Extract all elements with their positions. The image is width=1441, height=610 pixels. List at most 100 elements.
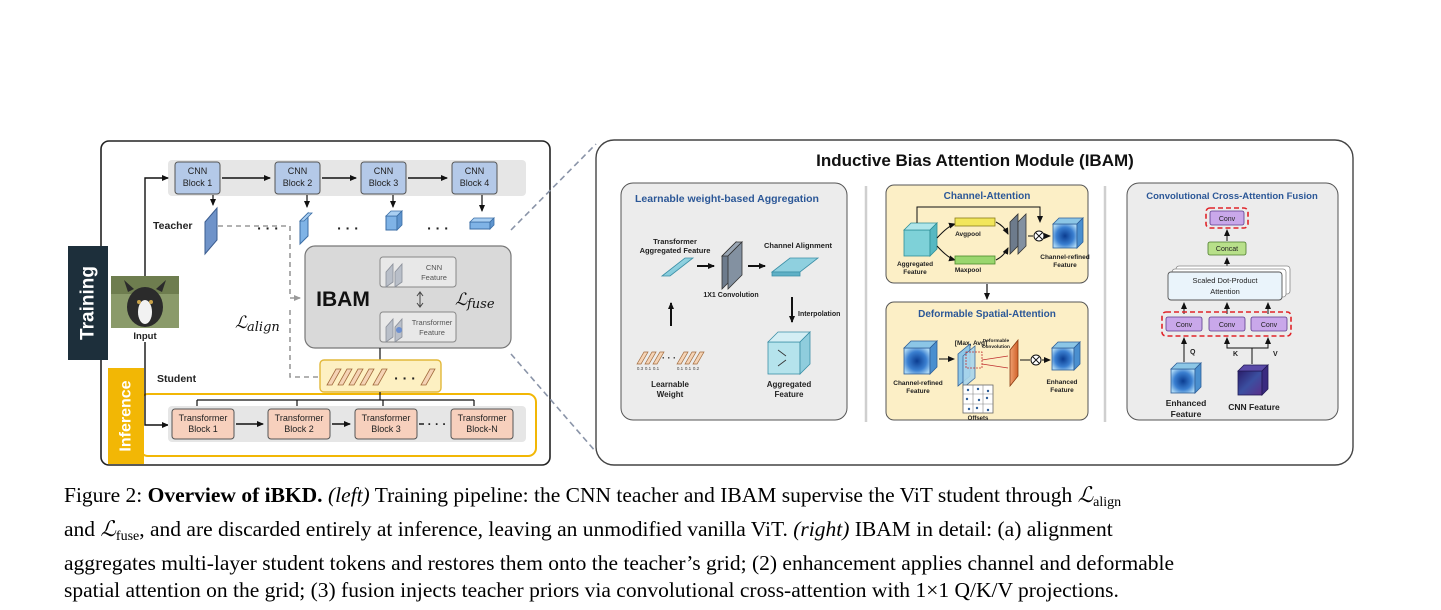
svg-text:align: align [247,320,280,335]
caption-line-1: Figure 2: Overview of iBKD. (left) Train… [64,482,1380,516]
deform-ray-2 [981,363,1009,369]
ch-split-down [936,245,956,262]
aggregated-feature-label-1: Aggregated [767,380,812,389]
teacher-label: Teacher [153,220,193,232]
zoom-line-top [510,143,597,231]
k-label: K [1233,351,1238,358]
channel-attention-subpanel [885,184,1089,284]
svg-text:0.1: 0.1 [645,366,652,371]
input-to-student-arrow [144,342,169,428]
svg-text:CNN: CNN [288,166,308,176]
ch-merge-down [995,247,1009,261]
input-dog-image [111,276,179,328]
k-conv-block [1208,316,1246,332]
deformable-grid-plane [957,343,983,389]
fusion-ef-label-1: Enhanced [1166,398,1207,408]
teacher-feature-1 [204,206,218,256]
spatial-weight-plane [1009,338,1019,388]
caption-align-sub: align [1093,495,1122,510]
aggregation-title: Learnable weight-based Aggregation [635,193,819,205]
svg-text:Block 4: Block 4 [460,178,490,188]
learnable-weight-label-2: Weight [657,390,684,399]
cnn-block-2: CNN Block 2 [274,161,321,195]
svg-text:Block 2: Block 2 [284,424,314,434]
transformer-block-1: Transformer Block 1 [171,408,235,440]
deform-label-1: Deformable [983,338,1010,344]
ch-merge-up [995,221,1009,235]
ch-aggregated-cube [903,222,938,257]
svg-text:Feature: Feature [421,273,447,282]
ch-skip-line [916,206,1043,223]
ibam-double-arrow-heads [416,291,424,308]
svg-text:Transformer: Transformer [458,413,507,423]
svg-text:0.1: 0.1 [677,366,684,371]
ds-crf-label-2: Feature [906,388,930,395]
k-conv-label: Conv [1219,322,1236,329]
aggregated-feature-label-2: Feature [775,390,804,399]
conv-label: 1X1 Convolution [703,292,758,299]
sdpa-label-1: Scaled Dot-Product [1192,276,1258,285]
offsets-label: Offsets [968,416,989,422]
svg-text:Feature: Feature [419,328,445,337]
channel-refined-cube [1052,217,1084,249]
student-tokens [326,368,436,386]
caption-line-4: spatial attention on the grid; (3) fusio… [64,577,1380,604]
caption-text-4c: Q/K/V projections. [954,578,1119,602]
svg-text:Block 3: Block 3 [369,178,399,188]
conv-slab [721,241,743,290]
inference-side-label: Inference [118,380,135,451]
avgpool-bar [954,217,996,227]
cnn-block-4: CNN Block 4 [451,161,498,195]
fusion-title: Convolutional Cross-Attention Fusion [1146,191,1318,202]
fusion-enhanced-cube [1170,362,1202,394]
maxpool-bar [954,255,996,265]
caption-figure-number: Figure 2: [64,483,143,507]
l-fuse-label: ℒ fuse [455,290,495,312]
caption-left-tag: (left) [327,483,370,507]
inference-side-label-bg [108,368,144,464]
max-avg-label: [Max, Avg] [955,340,987,347]
caption-one-by-one: 1×1 [915,578,950,602]
teacher-dots-3: · · · [427,220,449,236]
inference-frame [139,393,537,457]
student-label: Student [157,373,197,385]
channel-aligned-feature [770,257,820,277]
svg-text:0.2: 0.2 [693,366,700,371]
tr-agg-label-1: Transformer [653,237,697,246]
q-conv-block [1165,316,1203,332]
caption-and: and [64,517,96,541]
caption-text-2: , and are discarded entirely at inferenc… [139,517,788,541]
student-to-ibam-dashed [289,310,318,378]
l-align-label: ℒ align [235,313,280,335]
tr-agg-label-2: Aggregated Feature [640,246,711,255]
caption-fuse-sub: fuse [115,529,140,544]
caption-line-2: and ℒfuse, and are discarded entirely at… [64,516,1380,550]
learnable-weight-tokens [636,351,705,365]
svg-text:ℒ: ℒ [235,313,248,333]
ch-multiply-x [1035,232,1043,240]
ds-multiply-x [1032,356,1040,364]
ch-split-up [936,222,956,239]
ch-agg-label-2: Feature [903,269,927,276]
ds-ef-label-2: Feature [1050,387,1074,394]
training-side-label-bg [68,246,108,360]
maxpool-label: Maxpool [955,267,982,274]
teacher-dots-1: · · · [257,220,279,236]
zoom-line-bottom [510,353,597,453]
v-label: V [1273,351,1278,358]
interpolation-label: Interpolation [798,311,840,318]
svg-text:Block 1: Block 1 [183,178,213,188]
training-side-label: Training [78,266,99,340]
caption-line-3: aggregates multi-layer student tokens an… [64,551,1175,575]
channel-alignment-label: Channel Alignment [764,241,833,250]
crf-label-1: Channel-refined [1040,254,1090,261]
caption-bold-title: Overview of iBKD. [147,483,323,507]
v-conv-block [1250,316,1288,332]
teacher-feature-2 [299,211,313,246]
svg-text:Transformer: Transformer [179,413,228,423]
svg-text:Transformer: Transformer [275,413,324,423]
top-conv-highlight [1205,207,1249,229]
caption-l-align: ℒ [1077,483,1094,508]
deformable-attention-subpanel [885,301,1089,421]
